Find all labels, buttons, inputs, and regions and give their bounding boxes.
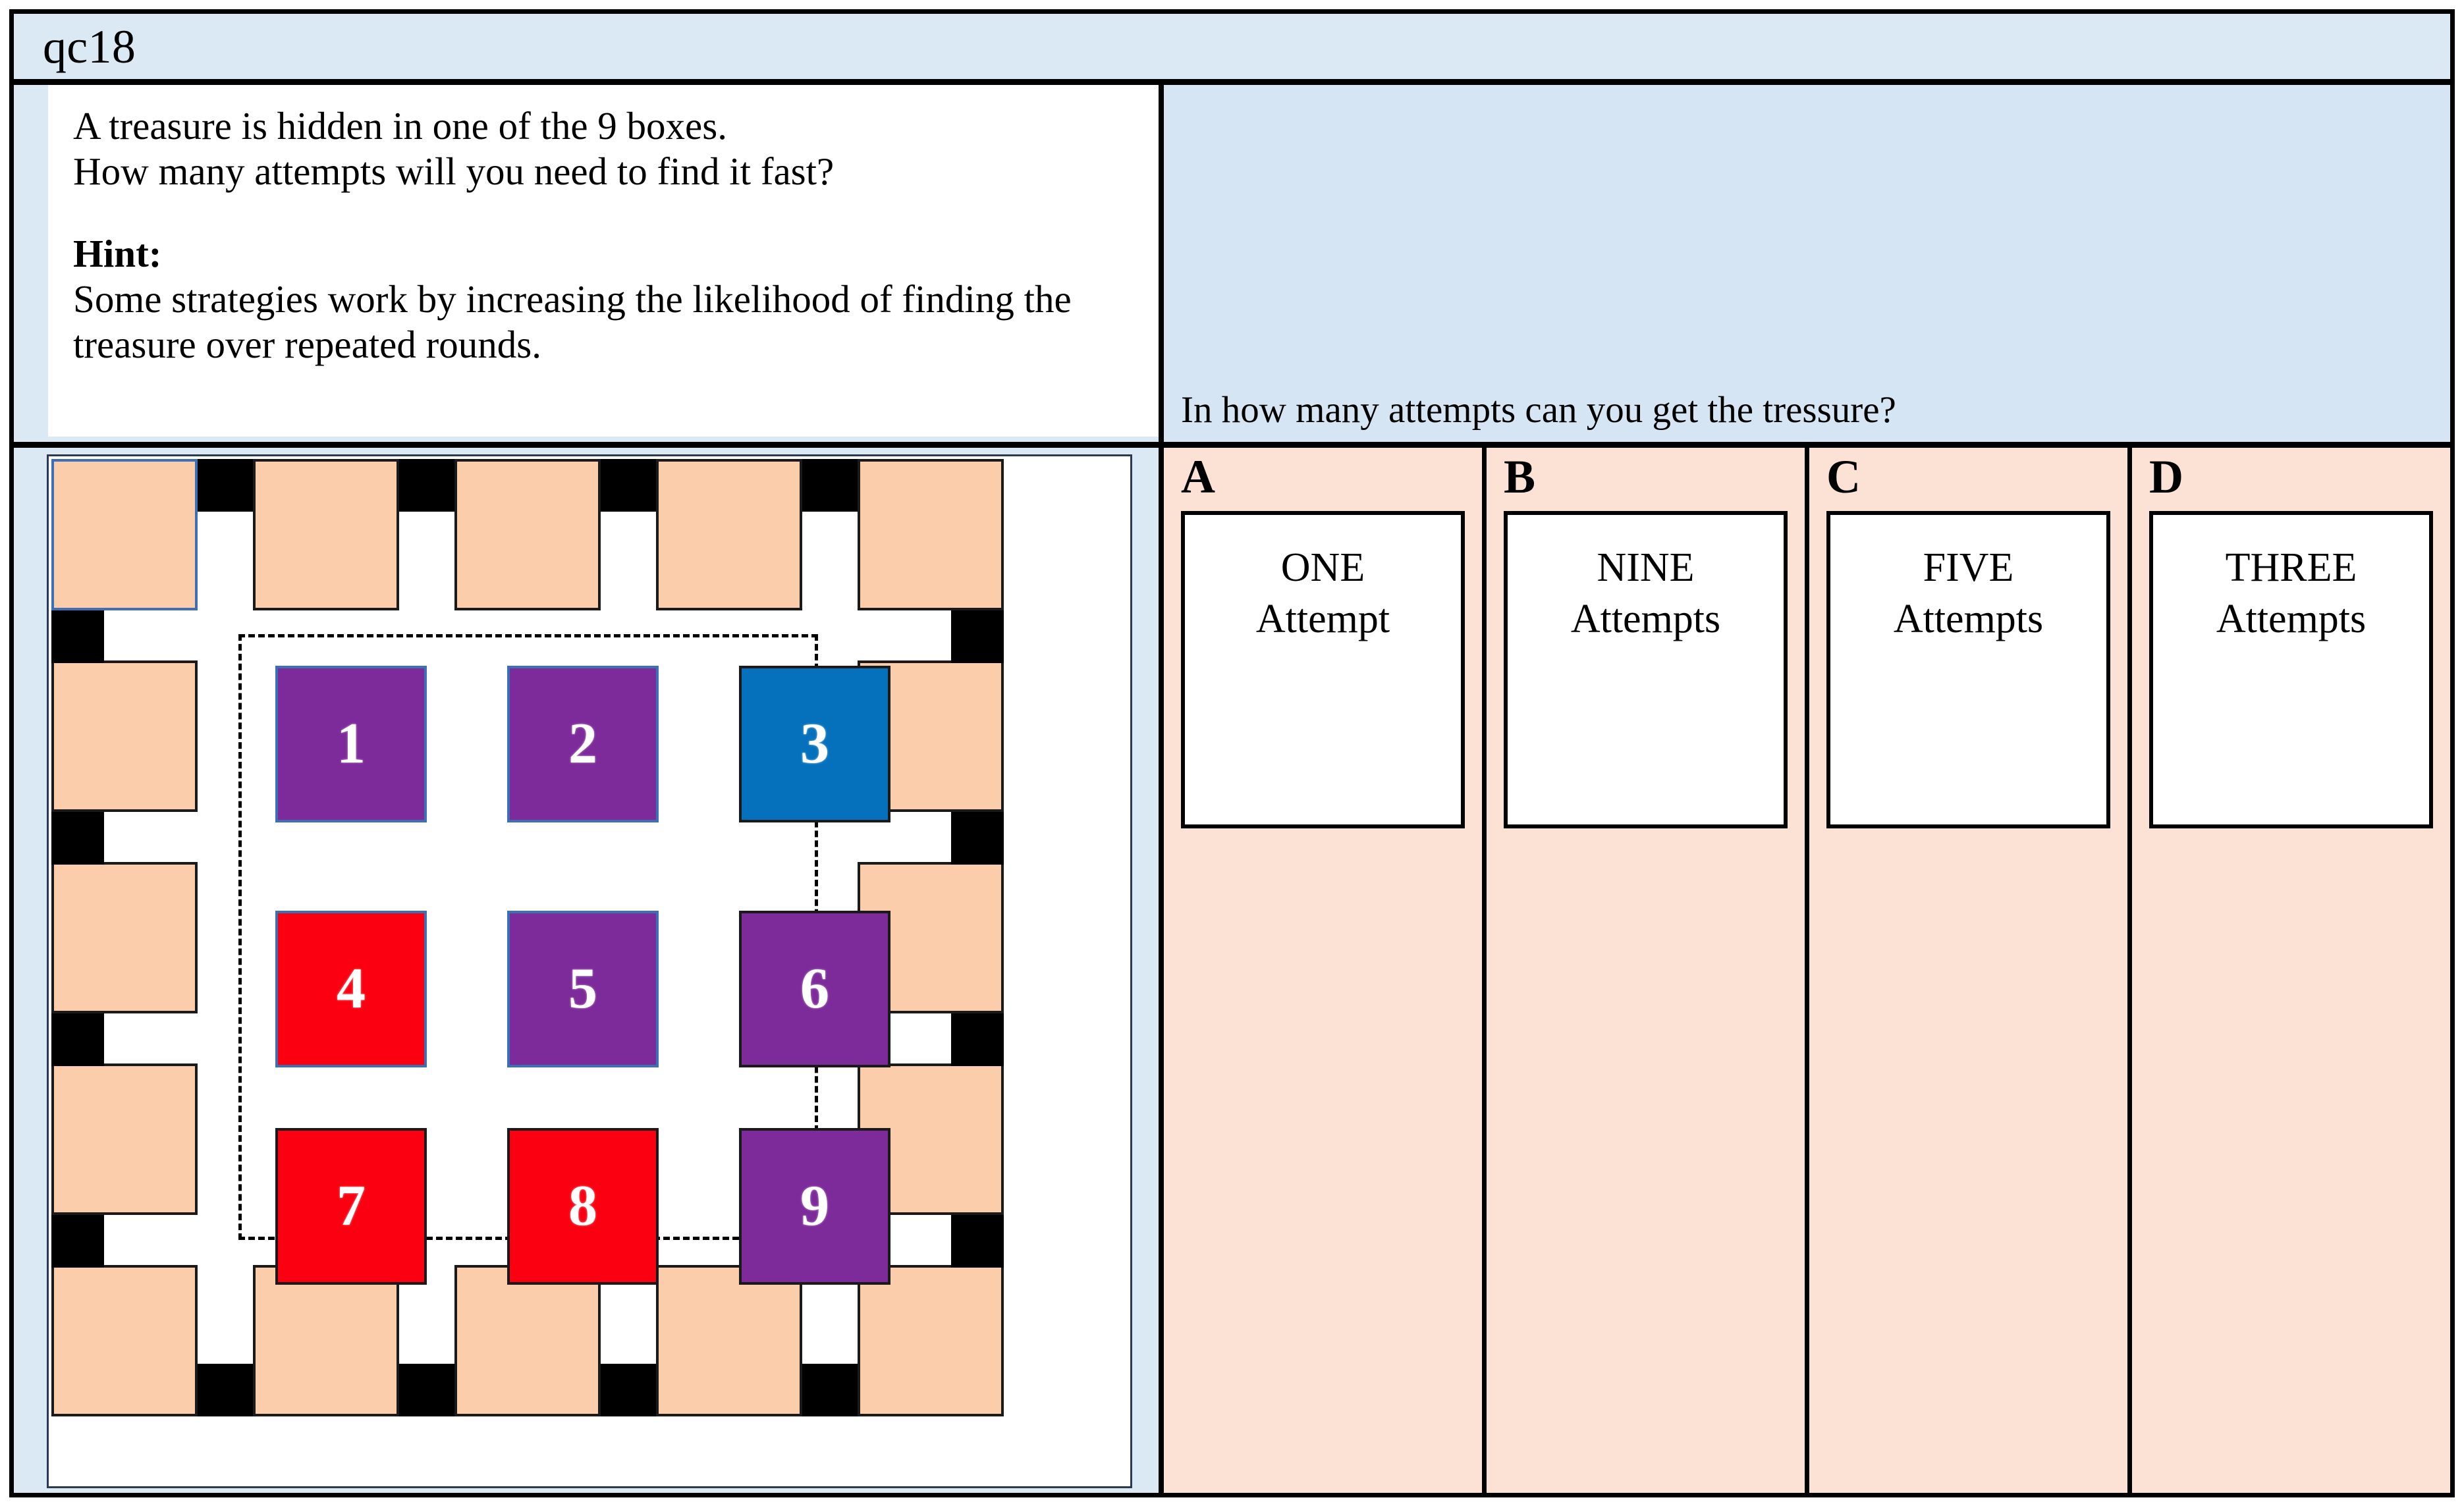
page-title: qc18: [43, 20, 136, 73]
connector-left-4: [51, 1215, 104, 1268]
option-column-d[interactable]: D THREE Attempts: [2132, 448, 2450, 1493]
tile-9[interactable]: 9: [739, 1128, 890, 1285]
tile-3-number: 3: [800, 712, 829, 776]
perimeter-box-bottom-2[interactable]: [253, 1265, 399, 1416]
connector-top-3: [601, 459, 656, 512]
tile-2[interactable]: 2: [507, 666, 659, 822]
puzzle-cell: 1 2 3 4 5 6: [14, 448, 1164, 1493]
option-letter-d: D: [2149, 450, 2183, 503]
connector-bottom-4: [802, 1364, 858, 1416]
tile-4[interactable]: 4: [275, 911, 427, 1067]
bottom-row: 1 2 3 4 5 6: [14, 442, 2450, 1493]
connector-top-1: [198, 459, 253, 512]
option-card-c[interactable]: FIVE Attempts: [1826, 511, 2110, 828]
prompt-cell: A treasure is hidden in one of the 9 box…: [14, 85, 1164, 442]
option-letter-b: B: [1504, 450, 1536, 503]
tile-5-number: 5: [568, 957, 597, 1021]
tile-9-number: 9: [800, 1174, 829, 1238]
title-bar: qc18: [14, 14, 2450, 85]
option-a-main: ONE: [1280, 545, 1365, 590]
connector-right-4: [951, 1215, 1004, 1268]
option-b-main: NINE: [1597, 545, 1695, 590]
option-card-b[interactable]: NINE Attempts: [1504, 511, 1788, 828]
tile-2-number: 2: [568, 712, 597, 776]
hint-label: Hint:: [73, 232, 162, 276]
connector-top-2: [399, 459, 454, 512]
option-letter-a: A: [1181, 450, 1215, 503]
connector-right-1: [951, 610, 1004, 663]
connector-right-2: [951, 812, 1004, 865]
connector-bottom-2: [399, 1364, 454, 1416]
tile-1-number: 1: [337, 712, 366, 776]
option-c-main: FIVE: [1923, 545, 2014, 590]
perimeter-box-left-2[interactable]: [51, 660, 198, 812]
prompt-line-1: A treasure is hidden in one of the 9 box…: [73, 104, 727, 148]
option-d-main: THREE: [2225, 545, 2357, 590]
slide-frame: qc18 A treasure is hidden in one of the …: [9, 9, 2455, 1497]
option-c-sub: Attempts: [1893, 596, 2044, 641]
perimeter-box-top-5[interactable]: [858, 459, 1004, 610]
option-column-a[interactable]: A ONE Attempt: [1164, 448, 1487, 1493]
tile-7-number: 7: [337, 1174, 366, 1238]
top-row: A treasure is hidden in one of the 9 box…: [14, 85, 2450, 442]
perimeter-box-left-3[interactable]: [51, 862, 198, 1013]
perimeter-box-top-1[interactable]: [51, 459, 198, 610]
tile-6[interactable]: 6: [739, 911, 890, 1067]
connector-right-3: [951, 1013, 1004, 1066]
option-card-a[interactable]: ONE Attempt: [1181, 511, 1465, 828]
prompt-line-2: How many attempts will you need to find …: [73, 149, 835, 194]
treasure-board: 1 2 3 4 5 6: [47, 454, 1132, 1488]
tile-8[interactable]: 8: [507, 1128, 659, 1285]
options-cell: A ONE Attempt B NINE Attempts C: [1164, 448, 2450, 1493]
tile-8-number: 8: [568, 1174, 597, 1238]
option-column-c[interactable]: C FIVE Attempts: [1809, 448, 2132, 1493]
perimeter-box-top-3[interactable]: [454, 459, 601, 610]
tile-6-number: 6: [800, 957, 829, 1021]
question-pane: In how many attempts can you get the tre…: [1164, 85, 2450, 442]
tile-1[interactable]: 1: [275, 666, 427, 822]
perimeter-box-top-2[interactable]: [253, 459, 399, 610]
connector-left-2: [51, 812, 104, 865]
tile-3[interactable]: 3: [739, 666, 890, 822]
option-card-d[interactable]: THREE Attempts: [2149, 511, 2433, 828]
option-b-sub: Attempts: [1570, 596, 1721, 641]
perimeter-box-left-5[interactable]: [51, 1265, 198, 1416]
perimeter-box-bottom-4[interactable]: [656, 1265, 802, 1416]
connector-left-1: [51, 610, 104, 663]
connector-top-4: [802, 459, 858, 512]
tile-7[interactable]: 7: [275, 1128, 427, 1285]
perimeter-box-right-5[interactable]: [858, 1265, 1004, 1416]
question-prompt: In how many attempts can you get the tre…: [1181, 389, 1896, 431]
perimeter-box-left-4[interactable]: [51, 1063, 198, 1215]
prompt-textbox: A treasure is hidden in one of the 9 box…: [48, 85, 1159, 437]
connector-left-3: [51, 1013, 104, 1066]
tile-4-number: 4: [337, 957, 366, 1021]
hint-line-2: treasure over repeated rounds.: [73, 323, 541, 367]
hint-line-1: Some strategies work by increasing the l…: [73, 277, 1072, 321]
connector-bottom-1: [198, 1364, 253, 1416]
option-column-b[interactable]: B NINE Attempts: [1487, 448, 1809, 1493]
option-a-sub: Attempt: [1255, 596, 1390, 641]
prompt-spacer: [73, 194, 1147, 231]
perimeter-box-top-4[interactable]: [656, 459, 802, 610]
tile-5[interactable]: 5: [507, 911, 659, 1067]
perimeter-box-bottom-3[interactable]: [454, 1265, 601, 1416]
option-letter-c: C: [1826, 450, 1861, 503]
connector-bottom-3: [601, 1364, 656, 1416]
option-d-sub: Attempts: [2216, 596, 2367, 641]
